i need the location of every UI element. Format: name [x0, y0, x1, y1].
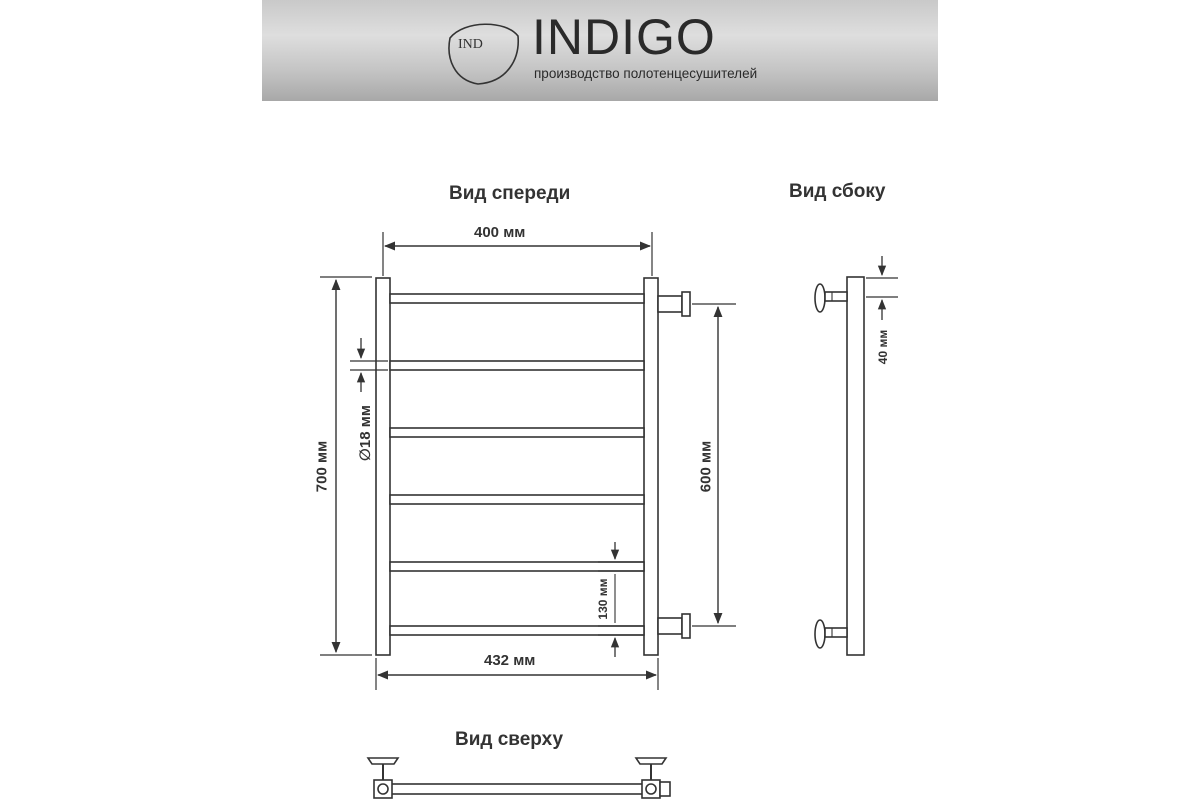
- side-view-drawing: [814, 276, 865, 656]
- front-view-drawing: [375, 277, 691, 656]
- top-view-drawing: [366, 757, 671, 799]
- width-axis-label: 400 мм: [474, 224, 526, 241]
- ind-logo-icon: IND: [448, 23, 519, 85]
- side-view-title: Вид сбоку: [789, 181, 886, 202]
- top-view-title: Вид сверху: [455, 729, 564, 750]
- brand-header: IND INDIGO производство полотенцесушител…: [262, 0, 938, 101]
- logo-text: IND: [458, 37, 483, 52]
- brand-name: INDIGO: [532, 9, 716, 65]
- front-view-title: Вид спереди: [449, 183, 571, 204]
- brand-tagline: производство полотенцесушителей: [534, 66, 758, 81]
- width-total-label: 432 мм: [484, 652, 536, 669]
